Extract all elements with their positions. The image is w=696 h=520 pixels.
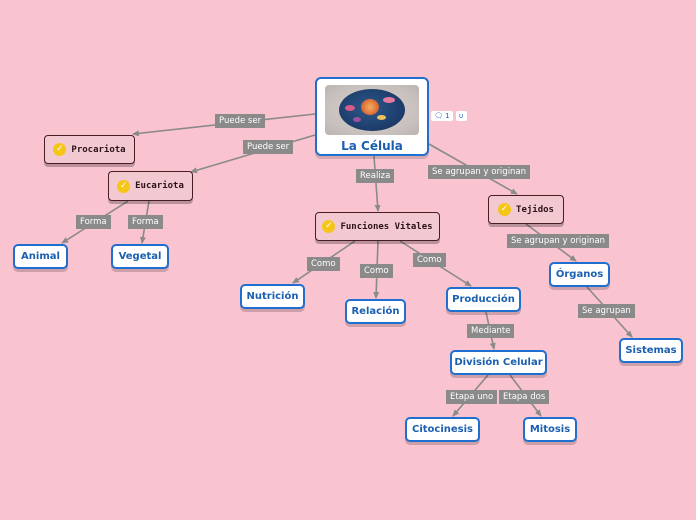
node-division-celular[interactable]: División Celular xyxy=(450,350,547,375)
node-tejidos[interactable]: ✓ Tejidos xyxy=(488,195,564,224)
check-icon: ✓ xyxy=(117,179,131,193)
node-animal[interactable]: Animal xyxy=(13,244,68,269)
edge-label: Mediante xyxy=(467,324,515,338)
comment-icon: 🗨 xyxy=(434,112,443,120)
node-label: División Celular xyxy=(454,357,543,368)
node-label: Nutrición xyxy=(246,291,299,302)
node-label: Vegetal xyxy=(118,251,162,262)
check-icon: ✓ xyxy=(322,220,336,233)
node-funciones-vitales[interactable]: ✓ Funciones Vitales xyxy=(315,212,440,241)
node-produccion[interactable]: Producción xyxy=(446,287,521,312)
root-badges: 🗨 1 ∪ xyxy=(431,111,467,121)
node-label: Relación xyxy=(351,306,400,317)
node-label: Órganos xyxy=(555,269,604,280)
check-icon: ✓ xyxy=(53,143,67,156)
edge-label: Puede ser xyxy=(215,114,266,128)
cell-illustration xyxy=(325,85,419,135)
edge-label: Etapa uno xyxy=(446,390,498,404)
edge-label: Etapa dos xyxy=(499,390,550,404)
node-vegetal[interactable]: Vegetal xyxy=(111,244,169,269)
node-la-celula[interactable]: La Célula xyxy=(315,77,429,156)
node-label: Sistemas xyxy=(625,345,677,356)
edge-label: Forma xyxy=(128,215,163,229)
comment-badge[interactable]: 🗨 1 xyxy=(431,111,453,121)
edge-label: Como xyxy=(360,264,393,278)
node-label: Animal xyxy=(21,251,60,262)
node-label: Funciones Vitales xyxy=(340,221,433,232)
edge-label: Se agrupan xyxy=(578,304,635,318)
edge-label: Forma xyxy=(76,215,111,229)
edge-label: Realiza xyxy=(356,169,395,183)
node-procariota[interactable]: ✓ Procariota xyxy=(44,135,135,164)
edge-label: Como xyxy=(307,257,340,271)
node-relacion[interactable]: Relación xyxy=(345,299,406,324)
paperclip-icon[interactable]: ∪ xyxy=(455,111,467,121)
node-label: Producción xyxy=(452,294,515,305)
edge-label: Puede ser xyxy=(243,140,294,154)
node-mitosis[interactable]: Mitosis xyxy=(523,417,577,442)
node-sistemas[interactable]: Sistemas xyxy=(619,338,683,363)
node-citocinesis[interactable]: Citocinesis xyxy=(405,417,480,442)
edge-label: Se agrupan y originan xyxy=(507,234,610,248)
node-label: Eucariota xyxy=(135,181,184,191)
node-label: Mitosis xyxy=(529,424,571,435)
node-label: La Célula xyxy=(341,139,403,153)
edge-label: Como xyxy=(413,253,446,267)
connector-celula-funciones xyxy=(373,155,381,212)
node-nutricion[interactable]: Nutrición xyxy=(240,284,305,309)
comment-count: 1 xyxy=(445,112,450,120)
node-label: Citocinesis xyxy=(411,424,473,435)
node-organos[interactable]: Órganos xyxy=(549,262,610,287)
node-label: Procariota xyxy=(71,144,126,155)
node-label: Tejidos xyxy=(516,204,554,215)
node-eucariota[interactable]: ✓ Eucariota xyxy=(108,171,193,201)
edge-label: Se agrupan y originan xyxy=(428,165,531,179)
check-icon: ✓ xyxy=(498,203,512,216)
